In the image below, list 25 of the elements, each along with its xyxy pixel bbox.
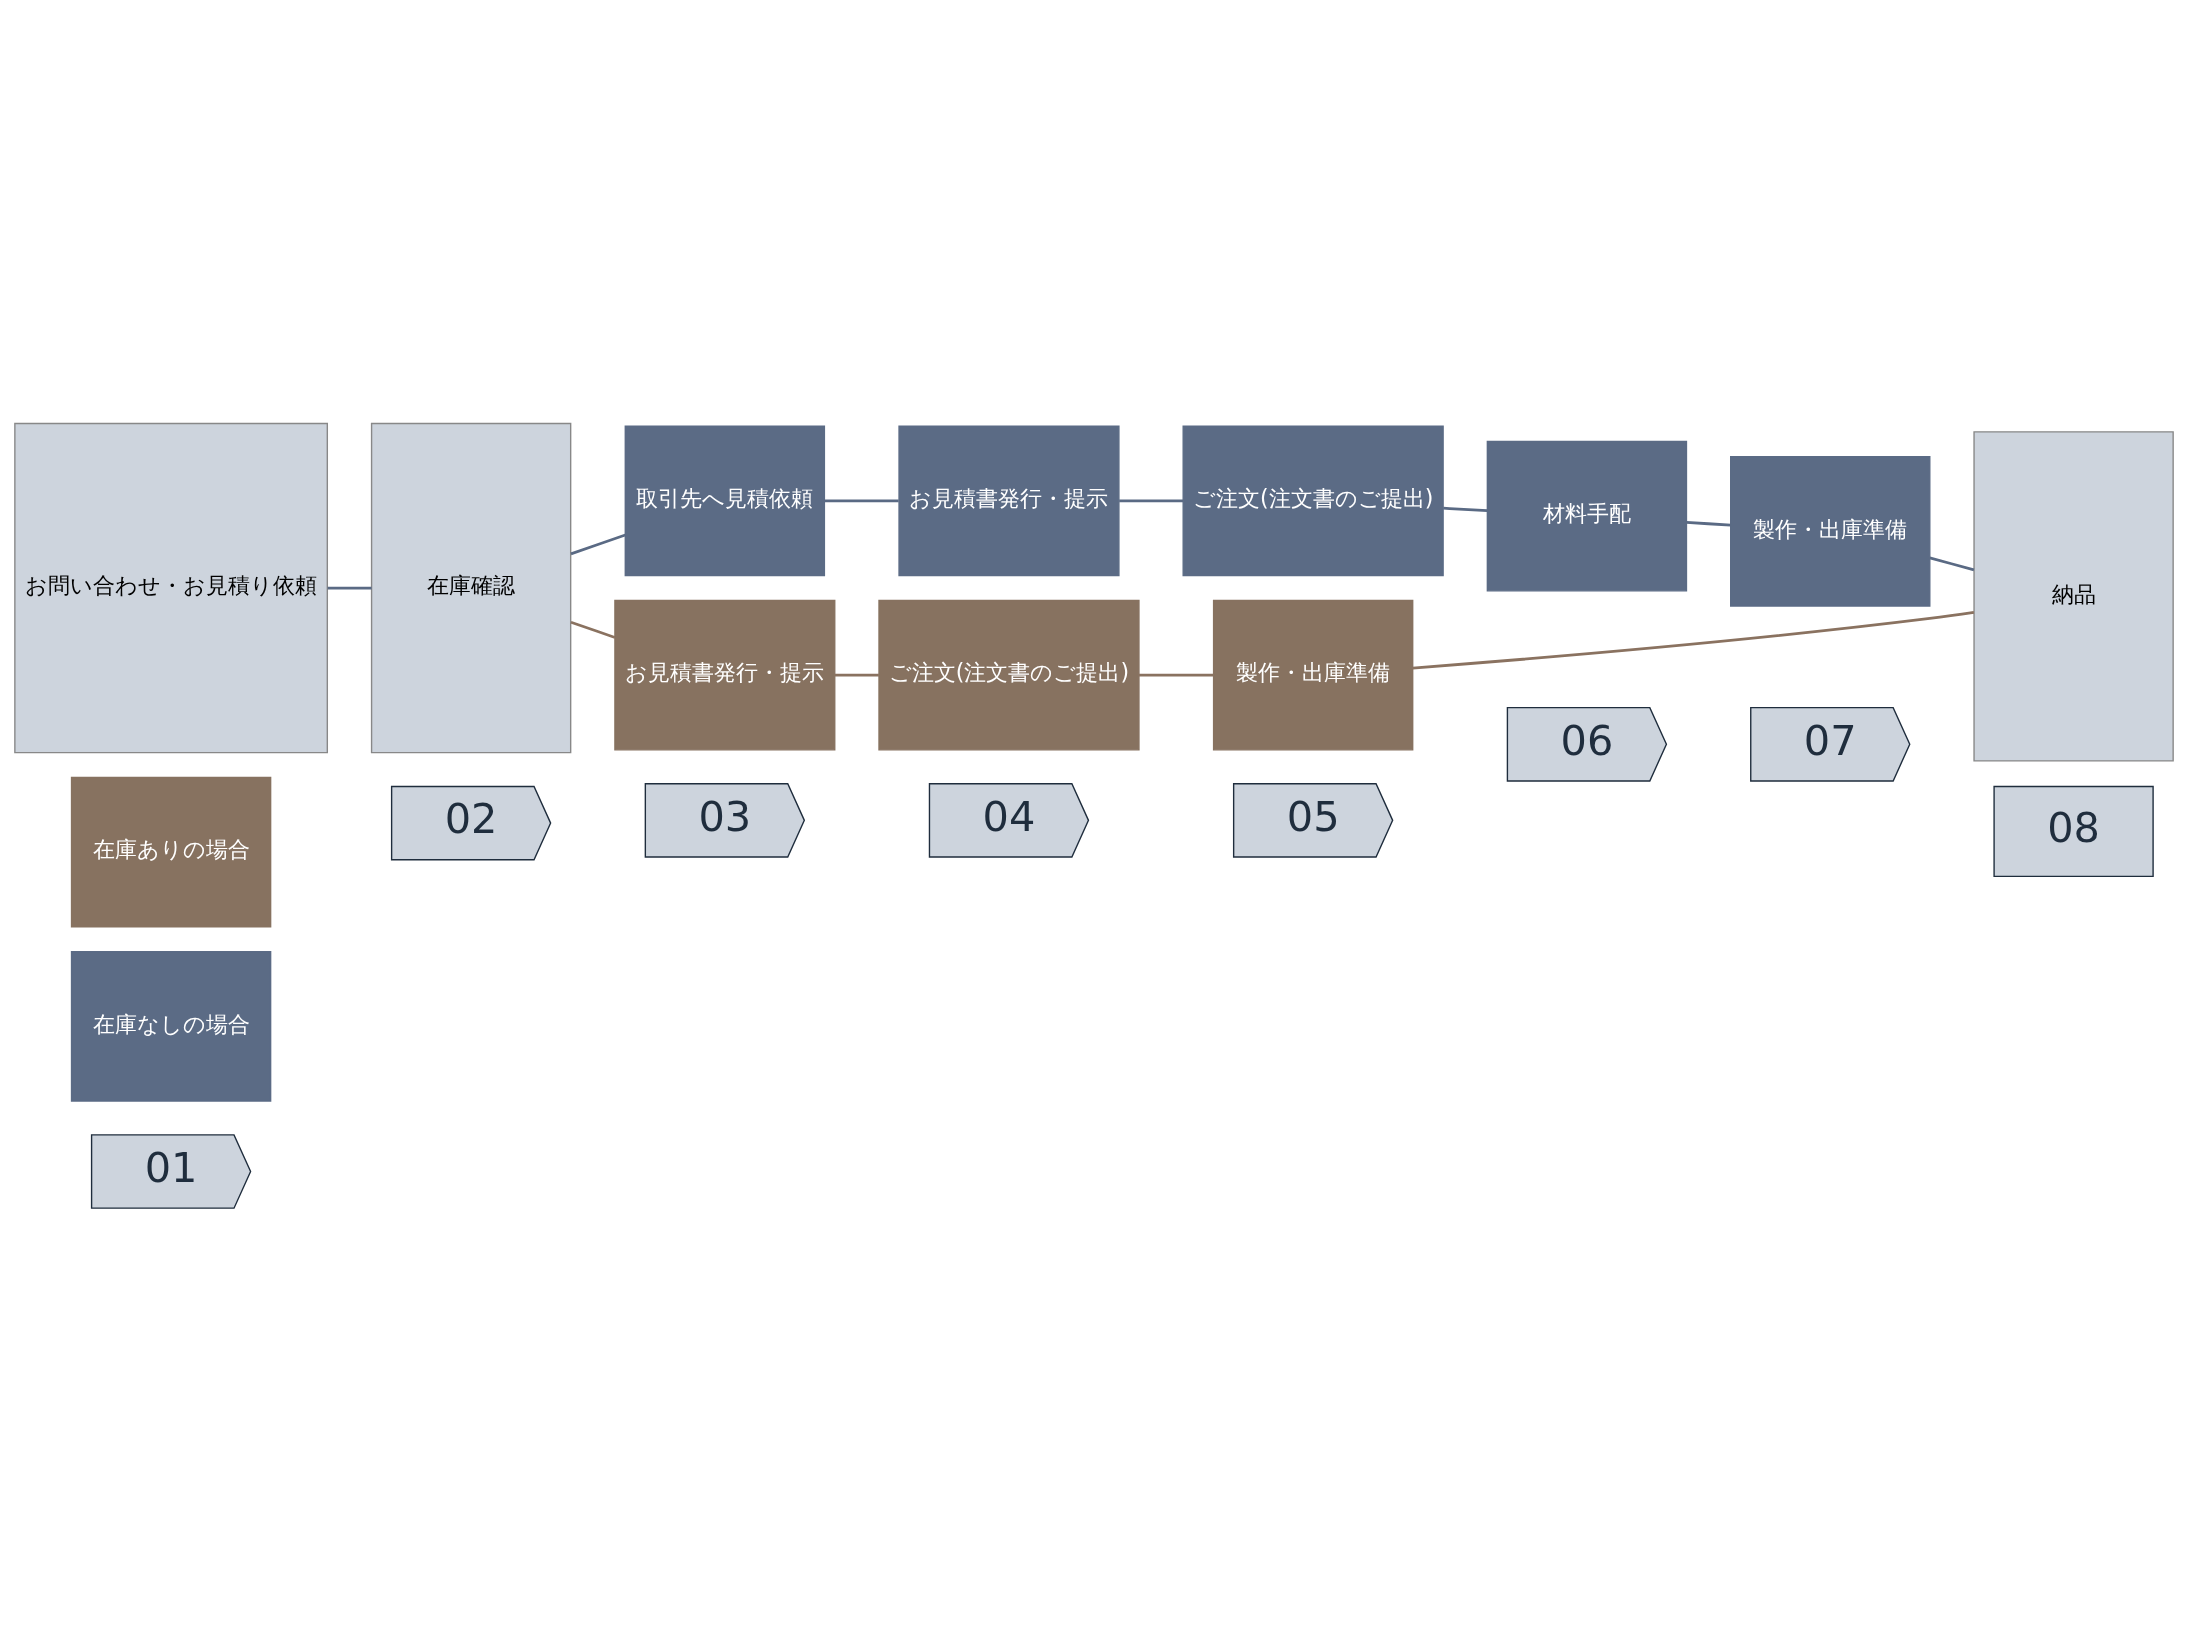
- node-box: ご注文(注文書のご提出): [1182, 425, 1444, 577]
- connector: [1686, 521, 1731, 527]
- node-box: 材料手配: [1486, 440, 1688, 592]
- node-box: 08: [1993, 785, 2154, 878]
- node-box: 在庫確認: [370, 422, 572, 754]
- node-box: 取引先へ見積依頼: [624, 425, 826, 577]
- node-box: お見積書発行・提示: [614, 599, 836, 751]
- node-box: 在庫ありの場合: [70, 776, 272, 928]
- node-box: 製作・出庫準備: [1212, 599, 1414, 751]
- node-box: 在庫なしの場合: [70, 951, 272, 1102]
- connector: [1929, 556, 1975, 572]
- connector: [1412, 611, 1975, 670]
- node-box: ご注文(注文書のご提出): [878, 599, 1140, 751]
- node-box: 納品: [1973, 431, 2174, 762]
- connector: [1139, 673, 1214, 677]
- connector: [327, 586, 372, 590]
- node-box: お問い合わせ・お見積り依頼: [14, 422, 328, 754]
- connector: [1443, 506, 1488, 513]
- connector: [1119, 499, 1184, 503]
- connector: [570, 620, 616, 639]
- connector: [570, 533, 626, 556]
- node-box: お見積書発行・提示: [898, 425, 1120, 577]
- connector: [835, 673, 879, 677]
- connector: [824, 499, 899, 503]
- node-box: 製作・出庫準備: [1730, 456, 1931, 607]
